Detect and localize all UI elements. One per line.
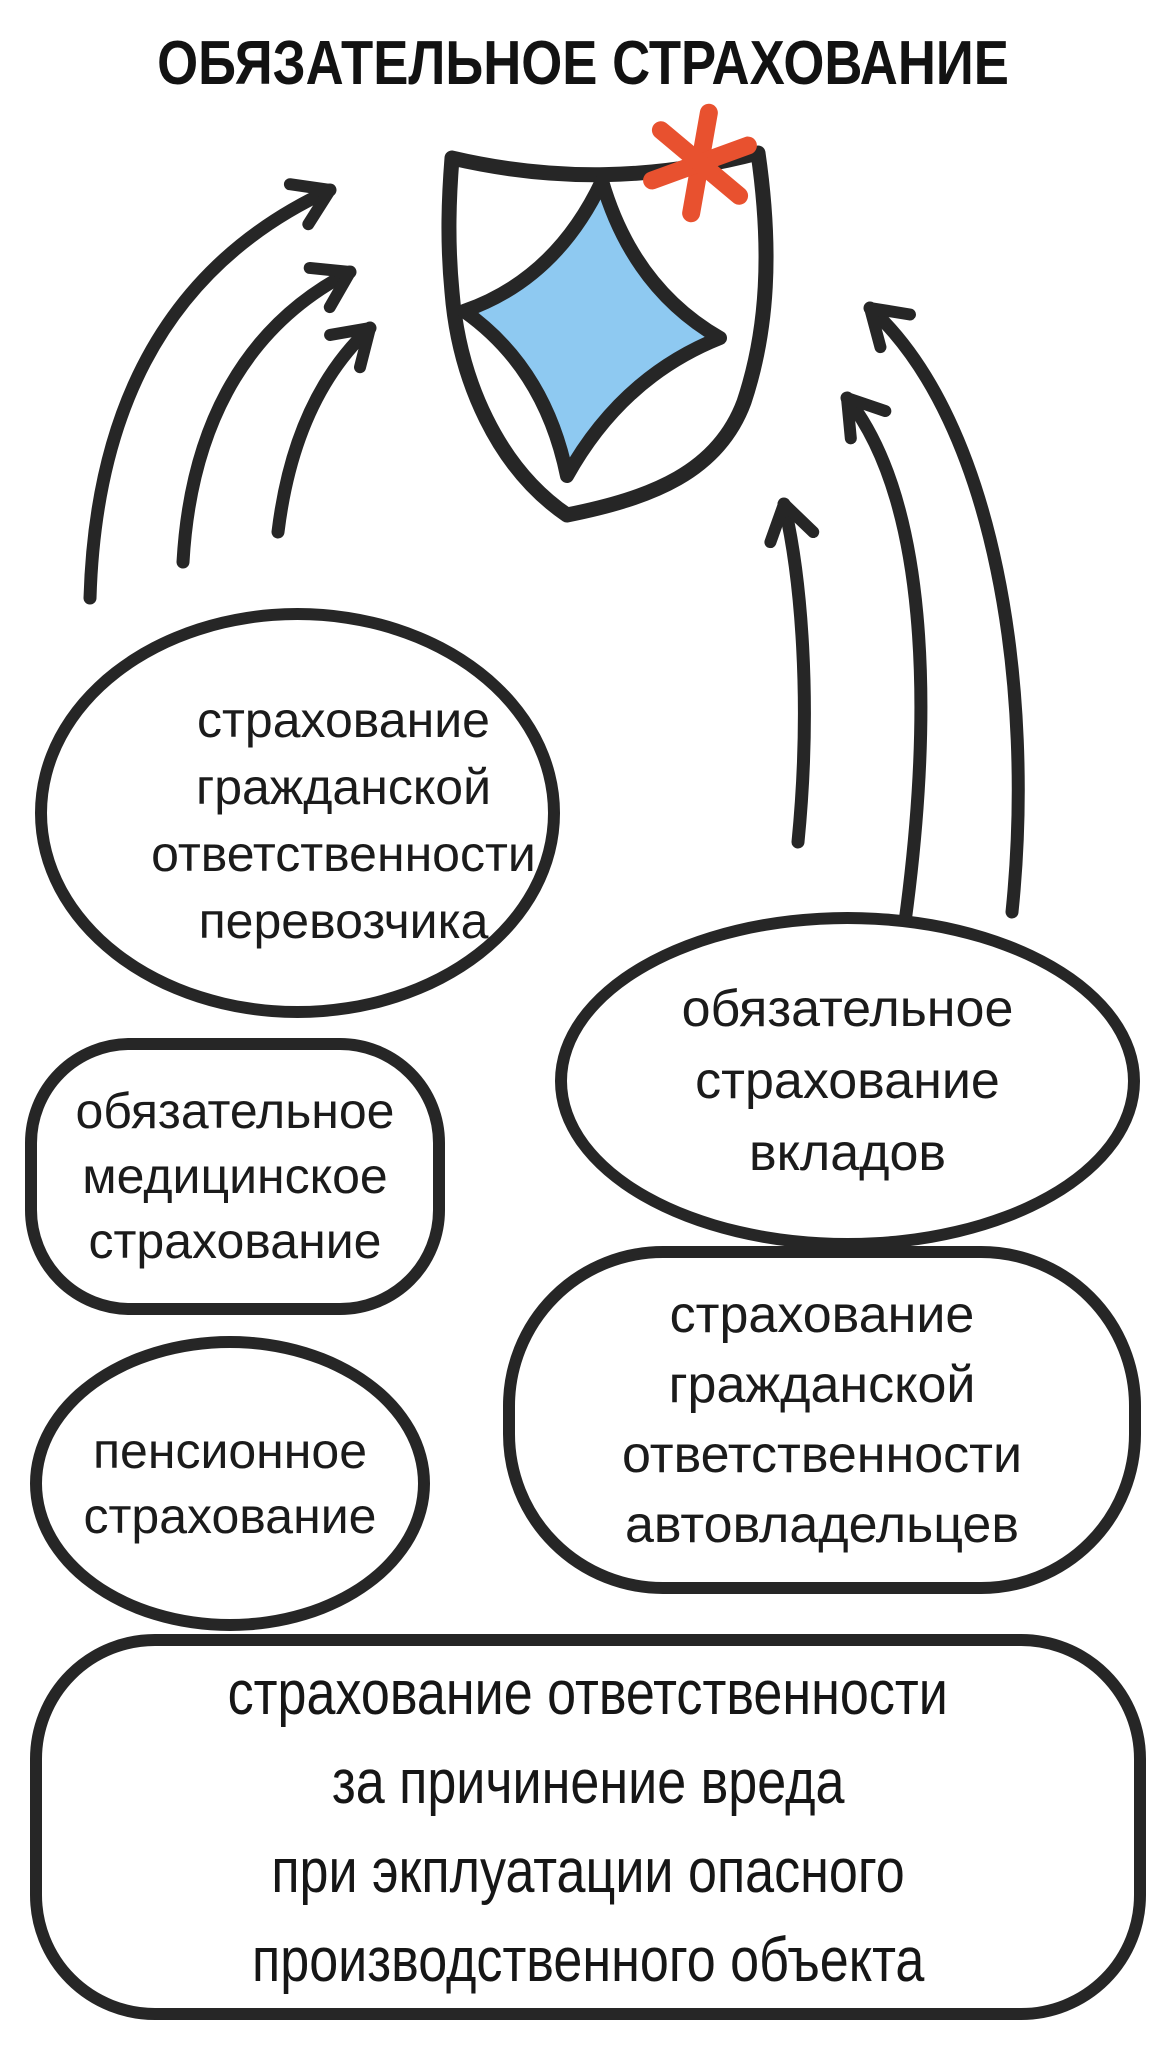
page-title-text: ОБЯЗАТЕЛЬНОЕ СТРАХОВАНИЕ xyxy=(157,29,1010,98)
bubble-line: ответственности xyxy=(621,1426,1023,1484)
bubble-line: страхование xyxy=(83,1487,377,1544)
arrow-left-outer-icon xyxy=(83,178,337,605)
arrow-left-middle-icon xyxy=(176,261,357,569)
bubble-line: автовладельцев xyxy=(625,1496,1019,1554)
bubble-line: гражданской xyxy=(668,1356,976,1414)
arrow-right-inner-icon xyxy=(764,497,820,849)
bubble-hazardous-facility-liability: страхование ответственности за причинени… xyxy=(30,1634,1146,2020)
bubble-line: перевозчика xyxy=(198,893,489,949)
bubble-line: при экплуатации опасного xyxy=(271,1837,905,1906)
bubble-carrier-liability: страхование гражданской ответственности … xyxy=(35,608,560,1018)
bubble-line: ответственности xyxy=(151,826,536,882)
bubble-line: страхование xyxy=(197,692,490,748)
bubble-line: за причинение вреда xyxy=(331,1748,845,1817)
bubble-line: страхование xyxy=(695,1052,1000,1110)
bubble-deposit-insurance: обязательное страхование вкладов xyxy=(555,912,1140,1250)
right-arrows xyxy=(764,301,1025,929)
bubble-line: пенсионное xyxy=(92,1422,368,1479)
star-shape xyxy=(457,174,727,483)
arrow-left-inner-icon xyxy=(271,321,377,539)
bubble-line: гражданской xyxy=(195,759,492,815)
bubble-line: обязательное xyxy=(681,980,1014,1038)
red-asterisk-icon xyxy=(643,103,757,223)
bubble-line: вкладов xyxy=(748,1124,947,1182)
bubble-line: производственного объекта xyxy=(251,1926,925,1995)
shield-with-star-icon xyxy=(441,145,774,523)
bubble-pension-insurance: пенсионное страхование xyxy=(30,1336,430,1631)
bubble-medical-insurance: обязательное медицинское страхование xyxy=(25,1038,445,1315)
bubble-auto-owner-liability: страхование гражданской ответственности … xyxy=(503,1246,1141,1594)
bubble-line: обязательное xyxy=(75,1083,395,1139)
arrow-right-middle-icon xyxy=(840,391,928,929)
bubble-line: страхование xyxy=(88,1213,382,1269)
left-arrows xyxy=(83,178,377,605)
page-title: ОБЯЗАТЕЛЬНОЕ СТРАХОВАНИЕ xyxy=(0,28,1167,99)
bubble-line: страхование ответственности xyxy=(227,1659,949,1728)
bubble-line: медицинское xyxy=(82,1148,388,1204)
arrow-right-outer-icon xyxy=(863,301,1025,919)
bubble-line: страхование xyxy=(669,1286,975,1344)
